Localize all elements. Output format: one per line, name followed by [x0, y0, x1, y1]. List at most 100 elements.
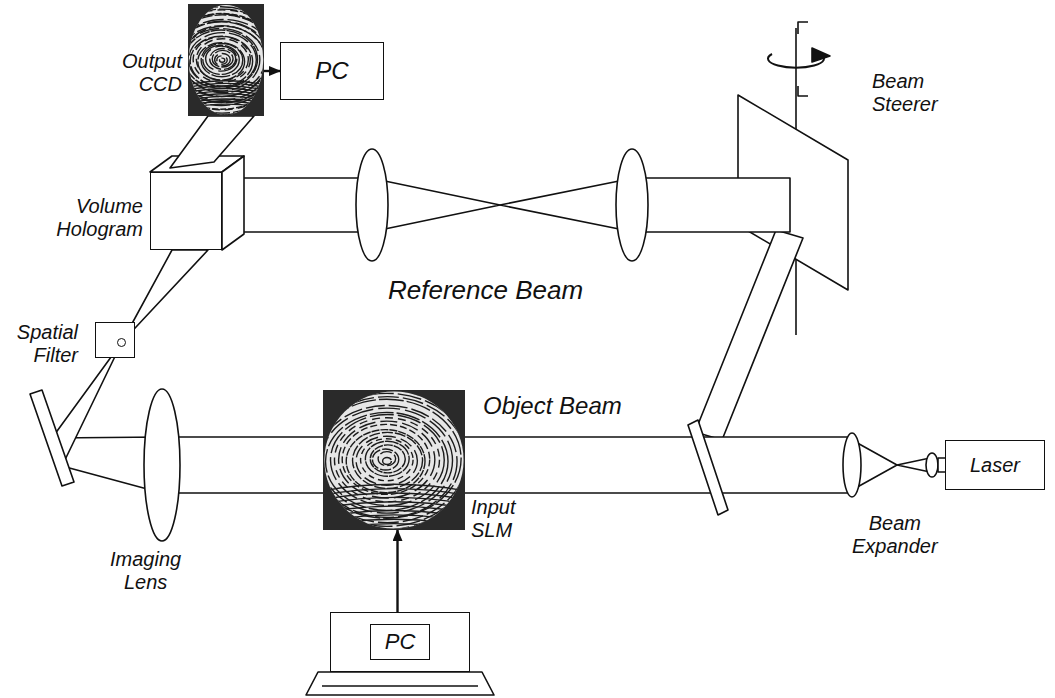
ridge	[193, 37, 250, 83]
imaging-lens	[144, 389, 180, 541]
beam-label: Beam Expander	[852, 512, 938, 558]
ridge	[220, 58, 225, 62]
reference-beam-band	[695, 230, 803, 440]
ridge	[346, 430, 425, 493]
fold-mirror	[30, 390, 74, 486]
ridge	[323, 484, 465, 491]
ridge	[188, 4, 264, 116]
ridges	[323, 390, 465, 530]
beam-label: Object Beam	[483, 392, 622, 420]
expander-lens	[926, 453, 938, 477]
ridge	[206, 46, 237, 71]
rotation-arrowhead	[812, 48, 830, 62]
reference-beam-focus	[380, 180, 500, 230]
fingerprint-image	[323, 390, 465, 530]
output-beam	[170, 116, 254, 168]
device-name: PC	[370, 624, 431, 659]
laptop-keyboard	[322, 685, 478, 687]
image-panel: Output CCD	[188, 4, 264, 116]
ridge	[323, 390, 465, 530]
ridge	[378, 452, 396, 466]
ridge	[188, 9, 264, 113]
hologram-cube-side	[222, 156, 244, 250]
image-ground	[323, 390, 465, 530]
ridge	[188, 15, 264, 102]
ridge	[370, 445, 405, 473]
expander-lens	[843, 433, 861, 497]
device-box: Laser	[945, 440, 1045, 490]
ridge	[188, 4, 264, 116]
ridge	[188, 22, 264, 97]
ridge	[210, 49, 236, 70]
ridge	[323, 390, 465, 530]
ridge	[383, 457, 392, 464]
ridge	[323, 506, 465, 513]
beam-splitter	[688, 420, 728, 515]
ridge	[365, 441, 409, 476]
ridge	[323, 390, 465, 530]
ridge	[188, 4, 264, 115]
ridge	[201, 44, 243, 77]
volume-hologram: Volume Hologram	[150, 172, 222, 250]
ridge	[323, 390, 465, 530]
ridge	[353, 432, 423, 488]
ridge	[361, 439, 414, 481]
ridge	[323, 515, 465, 522]
device-name: Laser	[970, 454, 1020, 477]
ridge	[372, 449, 398, 470]
beam-label: Reference Beam	[388, 276, 583, 306]
image-panel: Input SLM	[323, 390, 465, 530]
ridge	[323, 510, 465, 517]
ridge	[323, 489, 465, 496]
ridge	[323, 497, 465, 504]
ridge	[188, 10, 264, 110]
ridge	[323, 519, 465, 526]
ridge	[188, 14, 264, 106]
pinhole	[117, 338, 126, 347]
reference-beam-band	[236, 178, 364, 232]
ridge	[188, 7, 264, 115]
fingerprint-image	[188, 4, 264, 116]
device-label: Volume Hologram	[56, 195, 143, 241]
device-label: Output CCD	[122, 50, 182, 96]
beam-label: Imaging Lens	[110, 548, 181, 594]
ridge	[189, 33, 257, 87]
axis-bracket	[798, 86, 808, 96]
device-name: PC	[315, 57, 348, 85]
ridge	[188, 26, 264, 97]
relay-lens	[356, 149, 388, 261]
ridge	[215, 53, 231, 65]
ridge	[323, 502, 465, 509]
ridge	[323, 390, 465, 530]
ridge	[323, 393, 465, 526]
laptop-base	[306, 672, 494, 695]
ridge	[188, 19, 264, 102]
reference-beam-band	[640, 178, 790, 232]
ridge	[196, 39, 248, 81]
signal-arrow	[264, 70, 280, 72]
ridge	[323, 390, 465, 530]
ridge	[203, 45, 239, 74]
ridge	[188, 104, 264, 108]
device-label: Input SLM	[471, 496, 515, 542]
device-label: Spatial Filter	[17, 321, 78, 367]
ridge	[212, 50, 233, 67]
ridge	[323, 390, 465, 530]
ridge	[323, 524, 465, 530]
relay-lens	[616, 149, 648, 261]
spatial-filter: Spatial Filter	[95, 322, 135, 358]
ridge	[323, 493, 465, 500]
ridge	[188, 14, 264, 110]
expander-beam	[897, 458, 930, 472]
ridge	[188, 30, 258, 88]
axis-bracket	[798, 22, 808, 34]
object-beam-band	[170, 437, 852, 493]
signal-arrow	[396, 530, 398, 612]
ridge	[323, 390, 465, 530]
ridge	[323, 397, 465, 523]
device-box: PC	[280, 42, 384, 100]
ridge	[217, 56, 227, 64]
ridge	[323, 390, 465, 530]
beam-label: Beam Steerer	[872, 70, 938, 116]
